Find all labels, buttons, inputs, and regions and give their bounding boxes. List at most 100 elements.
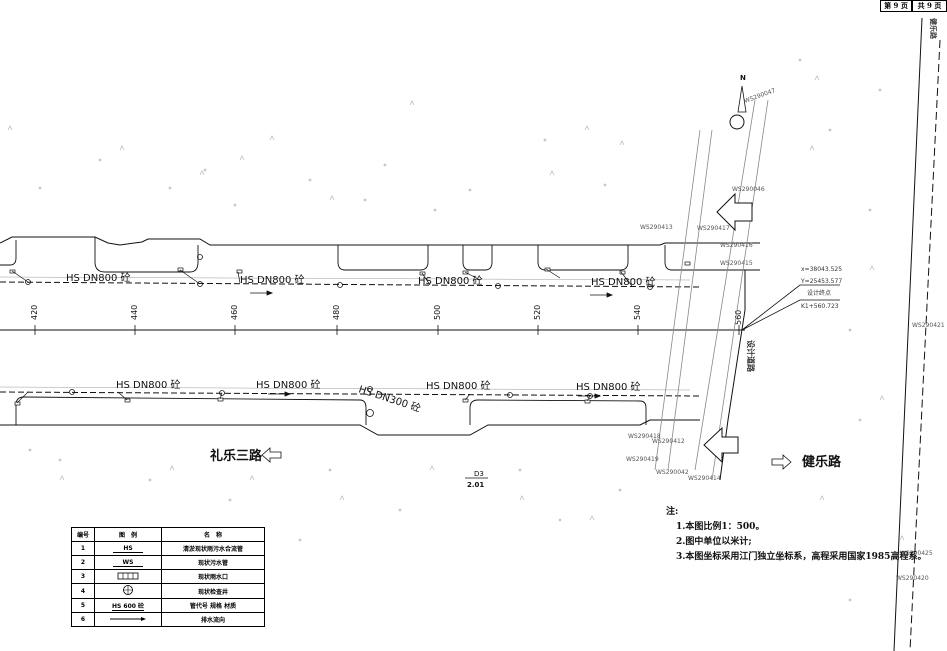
branch-pipe-label: HS DN300 砼 [357,382,422,414]
east-road-boundary-dashed [909,39,941,651]
legend-no: 1 [71,541,95,556]
south-pipe-label: HS DN800 砼 [116,378,181,391]
north-curb-inlets [0,237,760,273]
legend-no: 3 [71,569,95,584]
well-label: WS290421 [912,322,945,329]
station-label: 520 [533,305,542,320]
well-label: WS290419 [626,456,659,463]
west-direction-arrow [716,192,753,232]
well-label: WS290413 [640,224,673,231]
pipe-code-symbol: HS 600 砼 [111,603,145,611]
south-curb-inlets [15,396,647,425]
note-item: 1.本图比例1：500。 [676,522,765,532]
ws-line-symbol: WS [112,559,144,567]
well-label: WS290047 [743,87,776,105]
north-sewer-ref-line [0,276,691,281]
legend-no: 5 [71,598,95,613]
station-label: 500 [433,305,442,320]
south-sewer-ref-line [0,386,691,391]
north-pipe-label: HS DN800 砼 [240,273,305,286]
station-label: 560 [734,310,743,325]
south-pipe-label: HS DN800 砼 [426,379,491,392]
well-label: WS290412 [652,438,685,445]
inlet-connectors [11,268,633,404]
legend-no: 2 [71,555,95,570]
north-letter: N [740,74,746,82]
sheet-number: 第 9 页 [880,0,912,12]
endpoint-y: Y=25453.577 [800,278,842,285]
well-label: WS290416 [720,242,753,249]
notes-block: 注: 1.本图比例1：500。 2.图中单位以米计; 3.本图坐标采用江门独立坐… [666,505,926,565]
legend-row: 1 HS 清淤现状雨污水合流管 [71,541,265,556]
legend-header: 编号 图 例 名 称 [71,527,265,542]
endpoint-x: x=38043.525 [801,266,842,273]
road-arrow-east-icon [771,454,792,470]
station-label: 420 [30,305,39,320]
south-flow-arrows [268,391,602,399]
well-label: WS290414 [688,475,721,482]
manhole-icon [123,585,133,595]
well-label: WS290046 [732,186,765,193]
rain-inlets [9,261,691,406]
legend-symbol [94,612,162,627]
well-label: WS290420 [896,575,929,582]
survey-points [28,58,882,602]
legend-row: 2 WS 现状污水管 [71,555,265,570]
north-pipe-label: HS DN800 砼 [591,275,656,288]
legend-header-no: 编号 [71,527,95,542]
legend-symbol [94,583,162,599]
north-road-edge [0,236,760,246]
legend-row: 3 现状雨水口 [71,569,265,584]
east-road-boundary [893,17,923,651]
well-label: WS290042 [656,469,689,476]
station-ticks [34,325,740,335]
legend-symbol: HS 600 砼 [94,598,162,613]
manholes [25,254,653,417]
road-arrow-west-icon [261,447,282,463]
endpoint-leader [741,284,840,331]
station-label: 440 [130,305,139,320]
legend-name: 现状雨水口 [161,569,265,584]
west-road-name: 礼乐三路 [210,448,263,464]
north-arrow-icon [729,85,747,138]
legend-name: 清淤现状雨污水合流管 [161,541,265,556]
legend-row: 6 排水流向 [71,612,265,627]
legend-symbol [94,569,162,584]
legend-table: 编号 图 例 名 称 1 HS 清淤现状雨污水合流管 2 WS 现状污水管 3 … [71,527,265,627]
legend-no: 6 [71,612,95,627]
legend-symbol: HS [94,541,162,556]
legend-name: 现状污水管 [161,555,265,570]
note-item: 3.本图坐标采用江门独立坐标系，高程采用国家1985高程系。 [676,552,927,562]
legend-symbol: WS [94,555,162,570]
design-road-label: 设计道路 [746,340,756,373]
cross-road-sewers [654,99,769,481]
title-side-label: 健乐路 [929,18,938,40]
station-label: 460 [230,305,239,320]
well-label: WS290417 [697,225,730,232]
south-pipe-label: HS DN800 砼 [576,380,641,393]
hs-line-symbol: HS [113,545,143,553]
well-label: WS290415 [720,260,753,267]
north-pipe-label: HS DN800 砼 [418,274,483,287]
east-road-name: 健乐路 [802,454,842,470]
note-item: 2.图中单位以米计; [676,537,752,547]
legend-row: 5 HS 600 砼 管代号 规格 材质 [71,598,265,613]
legend-name: 排水流向 [161,612,265,627]
legend-header-symbol: 图 例 [94,527,162,542]
station-label: 540 [633,305,642,320]
elevation-value: 2.01 [467,481,484,489]
legend-row: 4 现状检查井 [71,583,265,599]
north-flow-arrows [250,290,614,298]
north-pipe-label: HS DN800 砼 [66,271,131,284]
endpoint-chainage: K1+560.723 [801,303,839,310]
well-label: WS290425 [900,550,933,557]
legend-header-name: 名 称 [161,527,265,542]
station-label: 480 [332,305,341,320]
south-road-edge [0,419,700,436]
elevation-code: D3 [474,470,484,478]
south-pipe-label: HS DN800 砼 [256,378,321,391]
legend-no: 4 [71,583,95,599]
south-direction-arrow [703,426,739,464]
flow-direction-icon [110,616,146,621]
